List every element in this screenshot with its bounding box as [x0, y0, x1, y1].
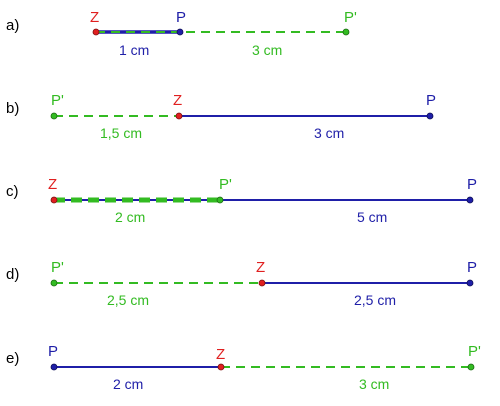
row-label: d)	[6, 266, 19, 283]
point-p-prime-label: P'	[219, 176, 232, 193]
point-p	[176, 28, 184, 36]
point-z-label: Z	[173, 92, 182, 109]
point-p-label: P	[467, 176, 477, 193]
dashed-length-label: 2 cm	[115, 209, 145, 225]
row-d: d) P' Z P 2,5 cm 2,5 cm	[6, 259, 477, 308]
solid-length-label: 2 cm	[113, 376, 143, 392]
point-z	[92, 28, 100, 36]
row-b: b) P' Z P 1,5 cm 3 cm	[6, 92, 436, 141]
dashed-length-label: 3 cm	[252, 42, 282, 58]
dashed-length-label: 1,5 cm	[100, 125, 142, 141]
point-p-label: P	[467, 259, 477, 276]
dashed-length-label: 2,5 cm	[107, 292, 149, 308]
point-p-label: P	[176, 9, 186, 26]
point-p-label: P	[48, 343, 58, 360]
point-p-prime-label: P'	[51, 259, 64, 276]
dashed-length-label: 3 cm	[359, 376, 389, 392]
point-p-prime	[216, 196, 224, 204]
row-c: c) Z P' P 2 cm 5 cm	[6, 176, 477, 225]
solid-length-label: 2,5 cm	[354, 292, 396, 308]
point-z	[258, 279, 266, 287]
point-z-label: Z	[48, 176, 57, 193]
solid-length-label: 5 cm	[357, 209, 387, 225]
point-z	[175, 112, 183, 120]
point-p-prime-label: P'	[344, 9, 357, 26]
point-p	[466, 279, 474, 287]
point-z-label: Z	[256, 259, 265, 276]
point-p	[426, 112, 434, 120]
point-z	[217, 363, 225, 371]
solid-length-label: 3 cm	[314, 125, 344, 141]
row-a: a) Z P P' 1 cm 3 cm	[6, 9, 357, 58]
point-p	[50, 363, 58, 371]
row-label: c)	[6, 183, 19, 200]
row-e: e) P Z P' 2 cm 3 cm	[6, 343, 481, 392]
solid-length-label: 1 cm	[119, 42, 149, 58]
row-label: a)	[6, 17, 19, 34]
point-p-prime	[342, 28, 350, 36]
point-p-prime	[467, 363, 475, 371]
point-p-prime-label: P'	[51, 92, 64, 109]
point-p	[466, 196, 474, 204]
point-p-prime	[50, 279, 58, 287]
point-p-label: P	[426, 92, 436, 109]
point-z	[50, 196, 58, 204]
point-p-prime	[50, 112, 58, 120]
row-label: b)	[6, 100, 19, 117]
point-z-label: Z	[90, 9, 99, 26]
point-p-prime-label: P'	[468, 343, 481, 360]
point-z-label: Z	[216, 346, 225, 363]
row-label: e)	[6, 350, 19, 367]
